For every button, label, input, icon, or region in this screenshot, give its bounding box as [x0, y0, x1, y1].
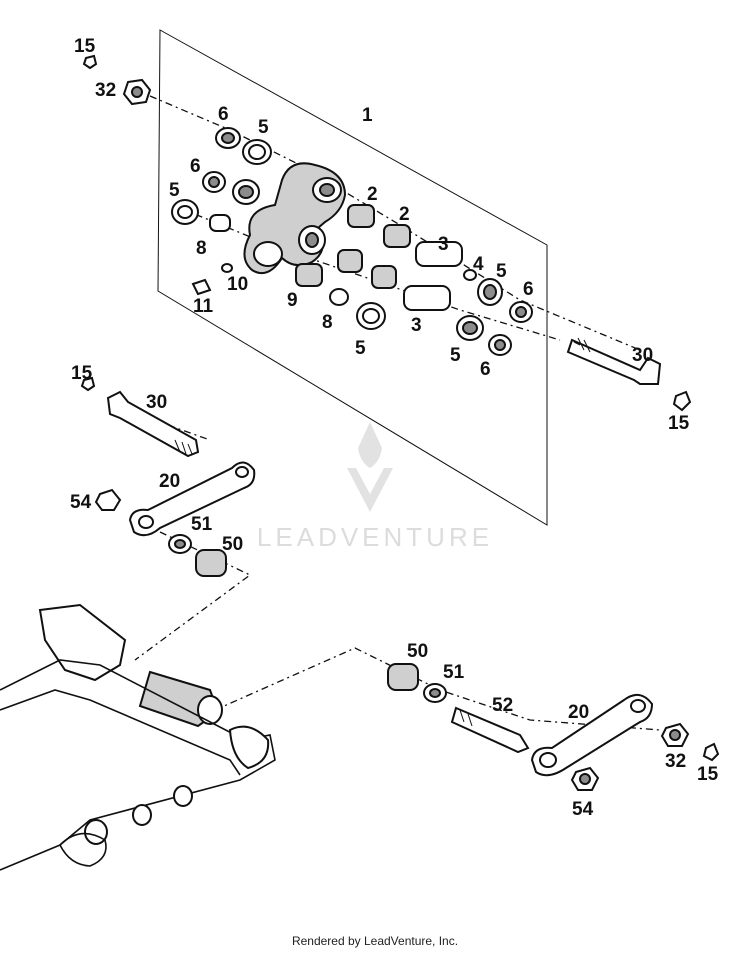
callout-5e: 5: [450, 345, 461, 366]
callout-15b: 15: [668, 413, 690, 434]
callout-9: 9: [287, 290, 298, 311]
callout-54a: 54: [70, 492, 92, 513]
assembly-lines: [119, 95, 661, 731]
bolt-30-right: [566, 337, 662, 385]
watermark-logo: [347, 422, 393, 512]
kit-parts: [171, 127, 533, 356]
callout-5d: 5: [355, 338, 366, 359]
callout-6c: 6: [523, 279, 534, 300]
callout-54b: 54: [572, 799, 594, 820]
callout-50a: 50: [222, 534, 243, 555]
callout-2a: 2: [367, 184, 378, 205]
callout-20b: 20: [568, 702, 589, 723]
link-20-bottom: [530, 693, 654, 777]
callout-15a: 15: [74, 36, 96, 57]
pin-52: [450, 706, 530, 754]
swing-arm: [0, 603, 276, 871]
callout-11: 11: [193, 296, 214, 317]
callout-5a: 5: [258, 117, 269, 138]
callout-6b: 6: [190, 156, 201, 177]
callout-30b: 30: [146, 392, 167, 413]
callouts: 15 32 1 6 5 6 5 2 2 3 4 5 6 8 10 11 9 8 …: [70, 36, 719, 820]
bolt-30-left: [106, 390, 200, 458]
callout-6a: 6: [218, 104, 229, 125]
callout-2b: 2: [399, 204, 410, 225]
callout-6d: 6: [480, 359, 491, 380]
callout-51a: 51: [191, 514, 213, 535]
footer-credit: Rendered by LeadVenture, Inc.: [291, 934, 459, 948]
callout-20a: 20: [159, 471, 180, 492]
callout-5c: 5: [496, 261, 507, 282]
callout-32a: 32: [95, 80, 116, 101]
link-20-top: [128, 461, 256, 537]
watermark-text: LEADVENTURE: [257, 522, 493, 552]
spacer-bearing-top: [168, 534, 227, 577]
callout-50b: 50: [407, 641, 428, 662]
callout-8a: 8: [196, 238, 207, 259]
callout-4: 4: [473, 254, 484, 275]
callout-15c: 15: [71, 363, 93, 384]
rocker-link: [243, 162, 347, 274]
callout-15d: 15: [697, 764, 719, 785]
callout-1: 1: [362, 105, 373, 126]
callout-3b: 3: [411, 315, 422, 336]
callout-52: 52: [492, 695, 513, 716]
fasteners: [80, 54, 720, 791]
callout-30a: 30: [632, 345, 653, 366]
callout-10: 10: [227, 274, 248, 295]
watermark: LEADVENTURE: [257, 422, 493, 552]
callout-5b: 5: [169, 180, 180, 201]
kit-panel-outline: [157, 29, 548, 526]
callout-32b: 32: [665, 751, 686, 772]
spacer-bearing-bottom: [387, 663, 447, 703]
callout-3a: 3: [438, 234, 449, 255]
callout-51b: 51: [443, 662, 465, 683]
callout-8b: 8: [322, 312, 333, 333]
